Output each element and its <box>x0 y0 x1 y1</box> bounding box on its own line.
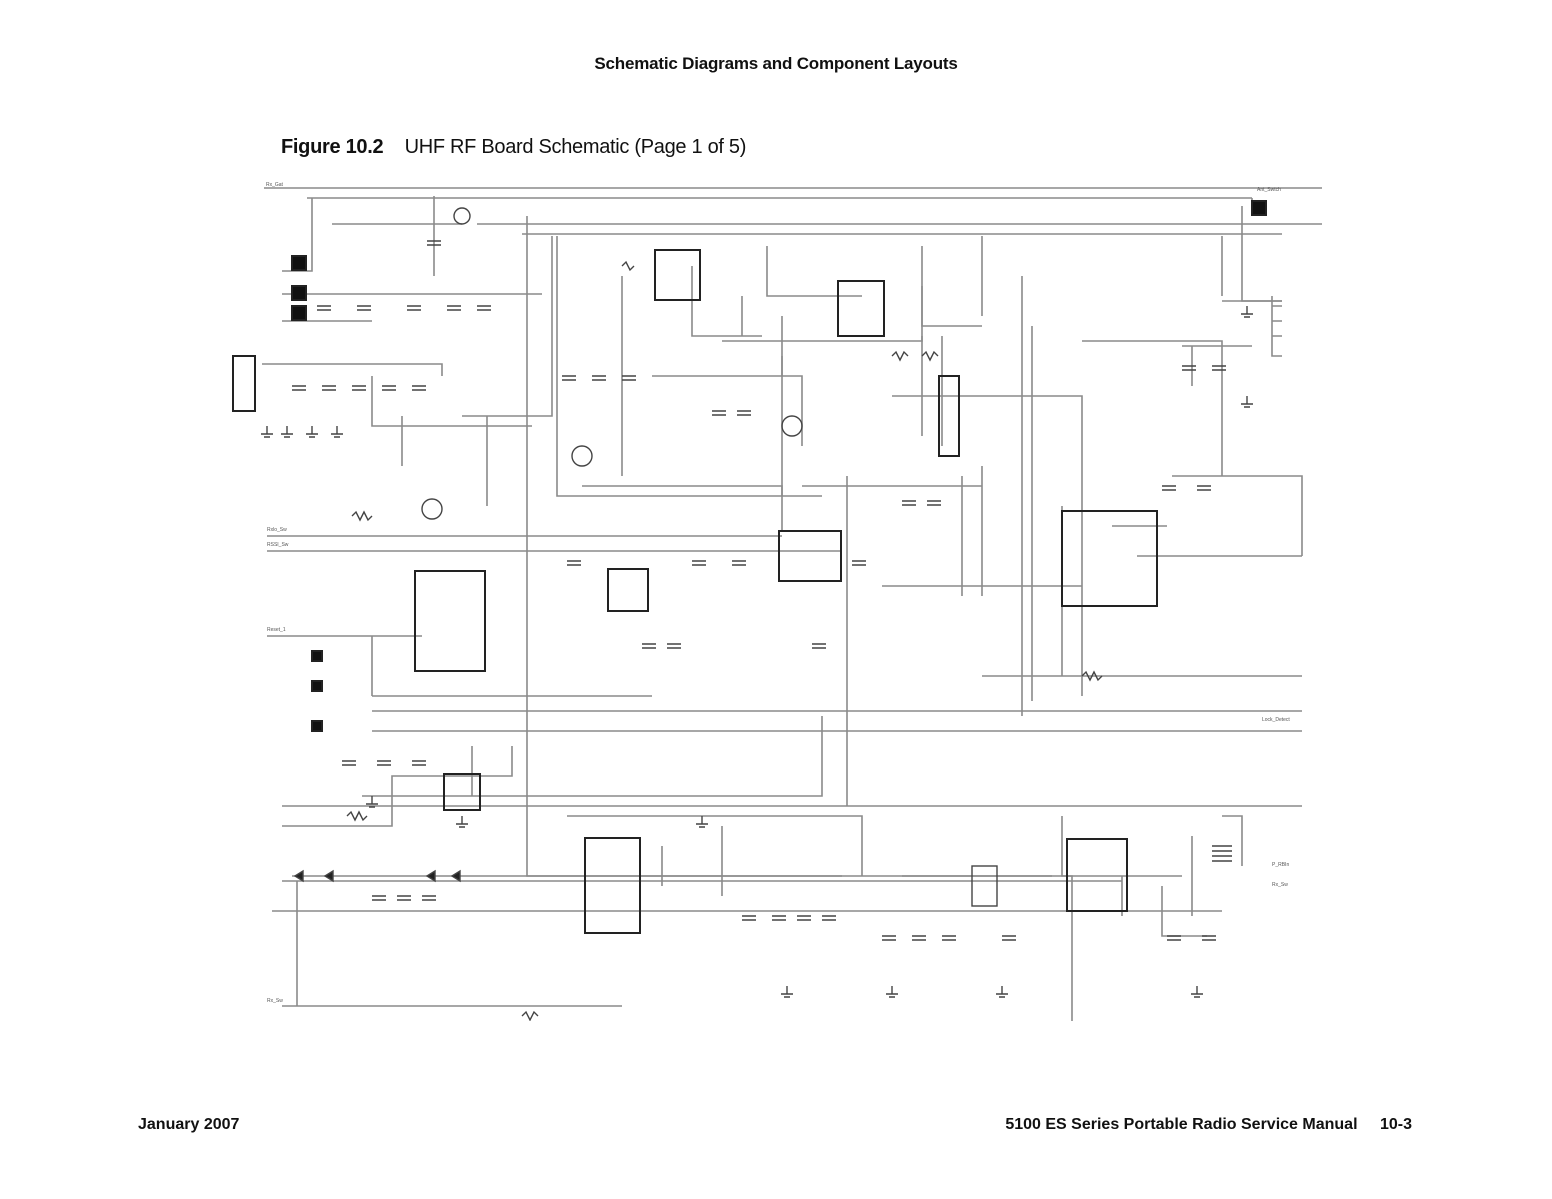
ic-vco <box>778 530 842 582</box>
footer-manual: 5100 ES Series Portable Radio Service Ma… <box>1005 1116 1412 1134</box>
footer-manual-title: 5100 ES Series Portable Radio Service Ma… <box>1005 1116 1358 1133</box>
page-header: Schematic Diagrams and Component Layouts <box>594 54 958 73</box>
test-point <box>291 285 307 301</box>
schematic-components <box>232 200 1267 934</box>
svg-text:Ant_Swtch: Ant_Swtch <box>1257 187 1281 193</box>
svg-text:Lock_Detect: Lock_Detect <box>1262 717 1290 723</box>
svg-text:Rxlo_Sw: Rxlo_Sw <box>267 527 287 533</box>
ic-u6 <box>584 837 641 934</box>
net-label: Rx_Gat <box>266 182 284 188</box>
svg-text:RSSI_Sw: RSSI_Sw <box>267 542 289 548</box>
schematic-labels: Rx_Gat Ant_Swtch Lock_Detect Rxlo_Sw RSS… <box>266 182 1290 1004</box>
schematic-wires <box>262 187 1322 1021</box>
svg-text:Reset_1: Reset_1 <box>267 627 286 633</box>
ic-u2 <box>837 280 885 337</box>
ic-synthesizer <box>1061 510 1158 607</box>
figure-caption: Figure 10.2 UHF RF Board Schematic (Page… <box>281 136 746 159</box>
svg-text:Rx_Sw: Rx_Sw <box>267 998 283 1004</box>
connector-j1 <box>232 355 256 412</box>
ic-u5 <box>443 773 481 811</box>
ic-u4 <box>607 568 649 612</box>
ic-u7 <box>1066 838 1128 912</box>
diode-array <box>938 375 960 457</box>
schematic-diagram: Rx_Gat Ant_Swtch Lock_Detect Rxlo_Sw RSS… <box>232 182 1322 1021</box>
schematic-passives <box>261 207 1253 1021</box>
svg-text:P_RBIn: P_RBIn <box>1272 862 1289 868</box>
footer-page-number: 10-3 <box>1379 1116 1412 1133</box>
figure-title: UHF RF Board Schematic (Page 1 of 5) <box>404 136 747 158</box>
ic-u1 <box>654 249 701 301</box>
svg-text:Rx_Sw: Rx_Sw <box>1272 882 1288 888</box>
figure-number: Figure 10.2 <box>281 136 384 158</box>
footer-date: January 2007 <box>138 1116 240 1133</box>
ic-u3 <box>414 570 486 672</box>
